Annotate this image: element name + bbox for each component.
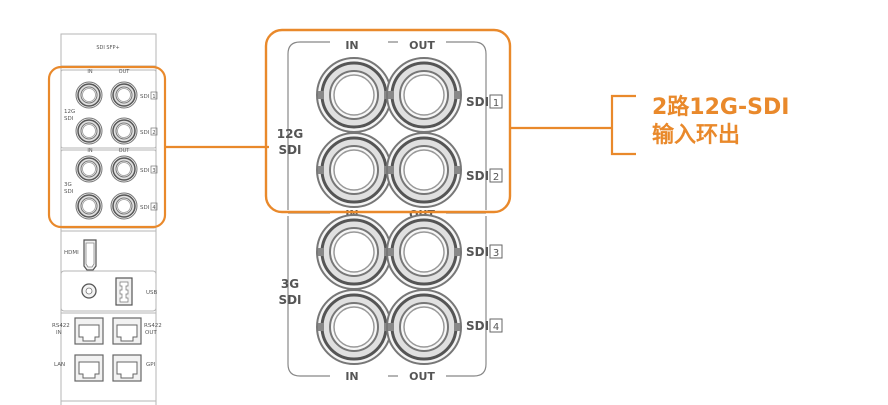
zoom-sdi4-out-connector bbox=[385, 288, 463, 366]
svg-text:1: 1 bbox=[493, 98, 499, 109]
svg-text:SDI: SDI bbox=[140, 94, 150, 100]
panel-outline bbox=[60, 33, 157, 405]
svg-text:SDI: SDI bbox=[466, 245, 489, 259]
svg-text:SDI: SDI bbox=[466, 169, 489, 183]
panel-in-label: IN bbox=[87, 69, 92, 75]
panel-sdi2-out-connector bbox=[110, 117, 138, 145]
zoom-highlight bbox=[264, 28, 512, 214]
gpi-port-icon bbox=[112, 354, 142, 382]
callout-line1: 2路12G-SDI bbox=[652, 95, 790, 120]
zoom-sdi1-out-connector bbox=[385, 56, 463, 134]
svg-text:SDI: SDI bbox=[466, 95, 489, 109]
svg-text:SDI: SDI bbox=[466, 319, 489, 333]
zoom-sdi3-out-connector bbox=[385, 213, 463, 291]
panel-sdi3-out-connector bbox=[110, 155, 138, 183]
svg-text:4: 4 bbox=[152, 205, 155, 211]
panel-in-label-mid: IN bbox=[87, 148, 92, 154]
svg-text:2: 2 bbox=[152, 130, 155, 136]
rs422-in-port-icon bbox=[74, 317, 104, 345]
panel-out-label: OUT bbox=[119, 69, 131, 75]
zoom-sdi2-out-connector bbox=[385, 131, 463, 209]
panel-sdi3-in-connector bbox=[75, 155, 103, 183]
svg-text:1: 1 bbox=[152, 94, 155, 100]
panel-sdi1-label: SDI 1 bbox=[140, 91, 158, 100]
svg-text:3: 3 bbox=[493, 248, 499, 259]
panel-sdi2-in-connector bbox=[75, 117, 103, 145]
panel-sdi4-in-connector bbox=[75, 192, 103, 220]
panel-sdi4-out-connector bbox=[110, 192, 138, 220]
lan-port-icon bbox=[74, 354, 104, 382]
panel-lan-label: LAN bbox=[54, 362, 65, 368]
panel-header-label: SDI SFP+ bbox=[96, 45, 119, 51]
panel-out-label-mid: OUT bbox=[119, 148, 131, 154]
zoom-sdi1-in-connector bbox=[315, 56, 393, 134]
zoom-sdi3-in-connector bbox=[315, 213, 393, 291]
zoom-sdi4-label: SDI 4 bbox=[466, 318, 503, 333]
zoom-sdi2-in-connector bbox=[315, 131, 393, 209]
svg-text:SDI: SDI bbox=[140, 130, 150, 136]
zoom-out-label-top: OUT bbox=[409, 39, 435, 52]
zoom-sdi2-label: SDI 2 bbox=[466, 168, 503, 183]
callout-text: 2路12G-SDI 输入环出 bbox=[652, 94, 882, 150]
callout-bracket bbox=[610, 94, 636, 156]
svg-text:SDI: SDI bbox=[140, 205, 150, 211]
panel-sdi1-out-connector bbox=[110, 81, 138, 109]
svg-text:4: 4 bbox=[493, 322, 499, 333]
panel-usb-label: USB bbox=[146, 290, 158, 296]
zoom-sdi4-in-connector bbox=[315, 288, 393, 366]
panel-sdi3-label: SDI 3 bbox=[140, 165, 158, 174]
zoom-in-label-bottom: IN bbox=[345, 370, 358, 383]
zoom-out-label-bottom: OUT bbox=[409, 370, 435, 383]
panel-hdmi-label: HDMI bbox=[64, 250, 79, 256]
panel-gpi-label: GPI bbox=[146, 362, 156, 368]
zoom-sdi1-label: SDI 1 bbox=[466, 94, 503, 109]
svg-text:3: 3 bbox=[152, 168, 155, 174]
svg-text:SDI: SDI bbox=[140, 168, 150, 174]
rs422-out-port-icon bbox=[112, 317, 142, 345]
panel-sdi1-in-connector bbox=[75, 81, 103, 109]
panel-sdi2-label: SDI 2 bbox=[140, 127, 158, 136]
callout-line2: 输入环出 bbox=[652, 123, 741, 148]
zoom-sdi3-label: SDI 3 bbox=[466, 244, 503, 259]
svg-text:2: 2 bbox=[493, 172, 499, 183]
panel-sdi4-label: SDI 4 bbox=[140, 202, 158, 211]
zoom-in-label-top: IN bbox=[345, 39, 358, 52]
